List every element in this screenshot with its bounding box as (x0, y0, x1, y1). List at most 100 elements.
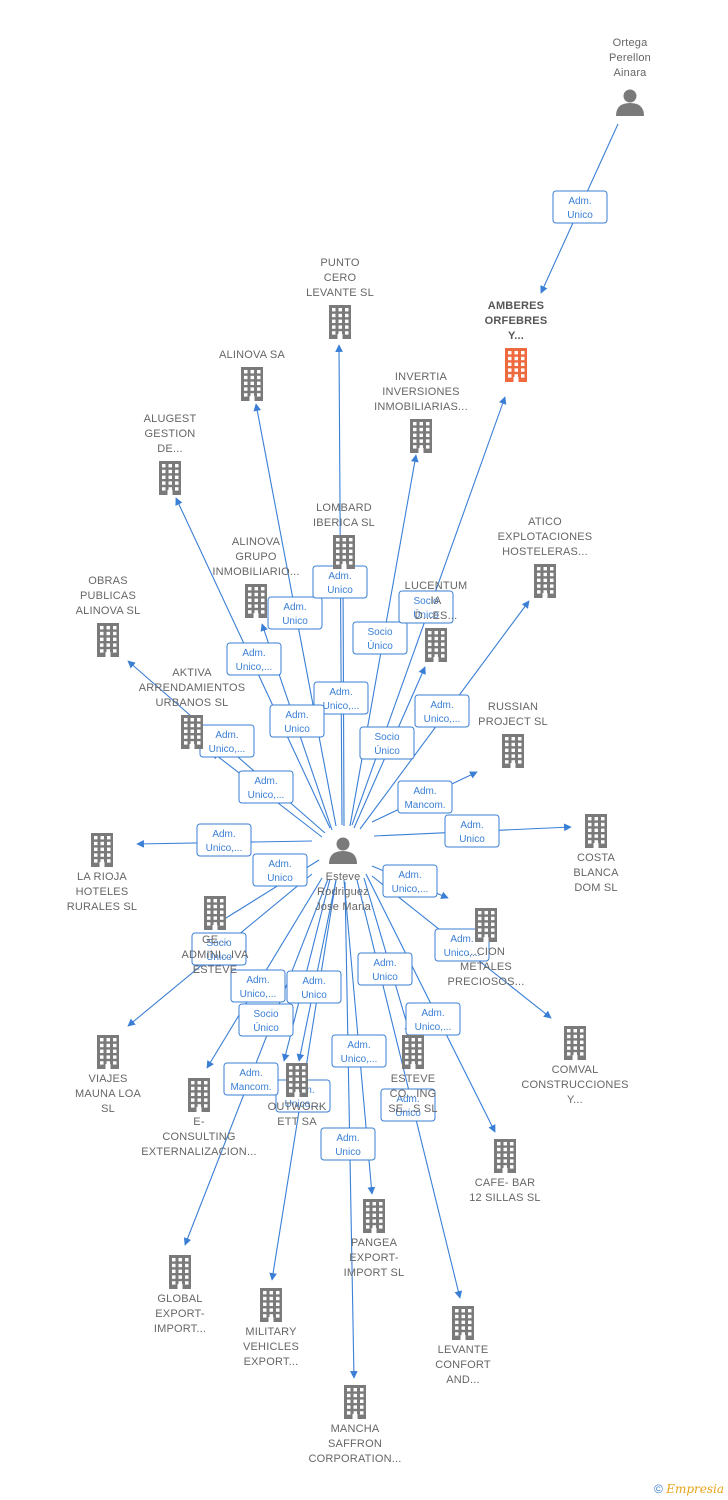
edge-label[interactable]: Adm.Unico (312, 565, 368, 599)
edge-label-box (320, 1127, 376, 1161)
edge-label-box (223, 1062, 279, 1096)
edge-label-text: Unico,... (285, 1099, 322, 1110)
edge-label[interactable]: Adm.Unico (252, 853, 308, 887)
edge-label[interactable]: Adm.Mancom. (397, 780, 453, 814)
edge-esteve-to-global (183, 878, 329, 1246)
node-econsulting[interactable]: E-CONSULTINGEXTERNALIZACION... (141, 1078, 257, 1158)
node-label: LOMBARD (316, 502, 372, 514)
node-label: Esteve (326, 871, 361, 883)
edge-label[interactable]: Adm.Unico (552, 190, 608, 224)
edge-label[interactable]: Adm.Unico (380, 1088, 436, 1122)
edge-label[interactable]: Adm.Unico,... (199, 724, 255, 758)
node-military[interactable]: MILITARYVEHICLESEXPORT... (243, 1288, 299, 1368)
edge-label-text: Socio (253, 1009, 278, 1020)
node-label: BLANCA (573, 867, 619, 879)
edge-label-text: Adm. (373, 958, 396, 969)
edge-label-text: Unico,... (392, 884, 429, 895)
edge-label[interactable]: Adm.Unico,... (313, 681, 369, 715)
credit[interactable]: © Empresia (654, 1482, 724, 1496)
node-label: SAFFRON (328, 1438, 382, 1450)
node-label: INVERSIONES (382, 386, 459, 398)
edge-label-text: Adm. (268, 859, 291, 870)
building-icon-focus (505, 348, 527, 382)
edge-label-text: Unico (567, 210, 593, 221)
edge-label-box (313, 681, 369, 715)
edge-label-text: Adm. (396, 1094, 419, 1105)
edge-label[interactable]: Adm.Unico,... (238, 770, 294, 804)
node-label: PUNTO (320, 257, 360, 269)
building-icon (534, 564, 556, 598)
node-label: ESTEVE (391, 1073, 436, 1085)
node-global[interactable]: GLOBALEXPORT-IMPORT... (154, 1255, 206, 1335)
node-alugest[interactable]: ALUGESTGESTIONDE... (144, 413, 197, 495)
edge-label[interactable]: Adm.Unico,... (230, 969, 286, 1003)
edge-label[interactable]: Adm.Unico (357, 952, 413, 986)
building-icon (344, 1385, 366, 1419)
edge-label[interactable]: Adm.Unico (320, 1127, 376, 1161)
edge-label[interactable]: Adm.Unico (444, 814, 500, 848)
node-amberes[interactable]: AMBERESORFEBRESY... (485, 300, 548, 382)
edge-label[interactable]: Adm.Unico,... (414, 694, 470, 728)
node-levante[interactable]: LEVANTECONFORTAND... (435, 1306, 491, 1386)
node-mancha[interactable]: MANCHASAFFRONCORPORATION... (308, 1385, 401, 1465)
edge-label[interactable]: Adm.Unico,... (226, 642, 282, 676)
edge-label-text: Adm. (413, 786, 436, 797)
node-label: VEHICLES (243, 1341, 299, 1353)
node-invertia[interactable]: INVERTIAINVERSIONESINMOBILIARIAS... (374, 371, 468, 453)
edge-label-box (380, 1088, 436, 1122)
edge-label-text: Adm. (285, 710, 308, 721)
edge-label-text: Único (413, 608, 439, 621)
node-label: ...CION (467, 946, 505, 958)
edge-label-text: Unico,... (248, 790, 285, 801)
edge-label-text: Adm. (246, 975, 269, 986)
building-icon (286, 1063, 308, 1097)
node-metales[interactable]: ...CIONMETALESPRECIOSOS... (448, 908, 525, 988)
edge-label[interactable]: Adm.Unico,... (405, 1002, 461, 1036)
edge-label-text: Adm. (329, 687, 352, 698)
building-icon (329, 305, 351, 339)
node-label: D...ES... (415, 610, 458, 622)
edge-label-box (414, 694, 470, 728)
node-alinova[interactable]: ALINOVA SA (219, 349, 285, 401)
node-atico[interactable]: ATICOEXPLOTACIONESHOSTELERAS... (498, 516, 593, 598)
edge-label-box (552, 190, 608, 224)
edge-label-text: Adm. (328, 571, 351, 582)
edge-label-box (286, 970, 342, 1004)
node-alinova_grupo[interactable]: ALINOVAGRUPOINMOBILIARIO... (212, 536, 299, 618)
node-label: Jose Maria (315, 901, 371, 913)
node-lucentum[interactable]: LUCENTUMIAD...ES... (405, 580, 468, 662)
edge-label[interactable]: Adm.Mancom. (223, 1062, 279, 1096)
edge-label[interactable]: Adm.Unico (267, 596, 323, 630)
edge-label[interactable]: Adm.Unico,... (196, 823, 252, 857)
edge-label[interactable]: Adm.Unico,... (382, 864, 438, 898)
node-label: EXTERNALIZACION... (141, 1146, 256, 1158)
edge-label[interactable]: Adm.Unico,... (331, 1034, 387, 1068)
edge-label-text: Unico,... (415, 1022, 452, 1033)
edge-label-box (230, 969, 286, 1003)
node-comval[interactable]: COMVALCONSTRUCCIONESY... (521, 1026, 628, 1106)
node-label: PANGEA (351, 1237, 398, 1249)
node-label: COMVAL (552, 1064, 599, 1076)
edge-label[interactable]: Adm.Unico (286, 970, 342, 1004)
edge-label[interactable]: Adm.Unico (269, 704, 325, 738)
